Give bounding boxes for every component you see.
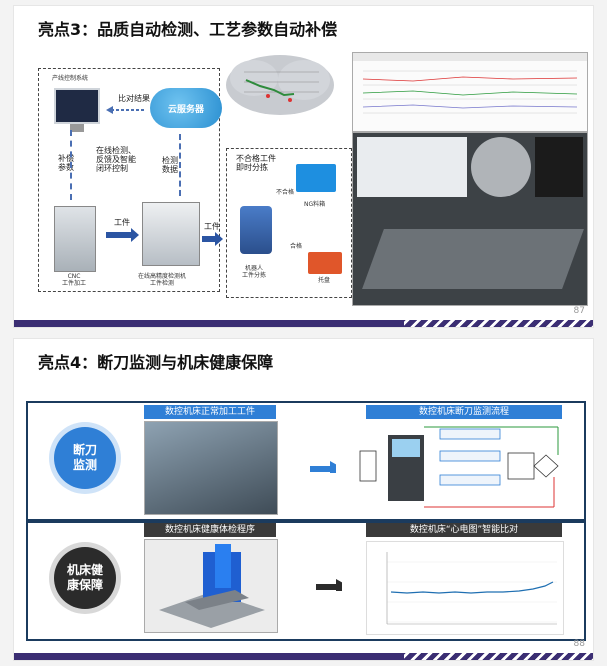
robot-label: 机器人 工件分拣 xyxy=(242,265,267,279)
normal-machining-band: 数控机床正常加工工件 xyxy=(144,405,276,419)
tool-break-circle: 断刀 监测 xyxy=(54,427,116,489)
machine-3d-model xyxy=(144,539,278,633)
ecg-compare-band: 数控机床“心电图”智能比对 xyxy=(366,523,562,537)
ng-arrow-label: 不合格 xyxy=(276,189,295,196)
control-panel-screenshot xyxy=(352,132,588,306)
cnc-machine-image xyxy=(54,206,96,272)
workpiece-label-1: 工件 xyxy=(114,218,130,227)
slide-2: 亮点4：断刀监测与机床健康保障 断刀 监测 数控机床正常加工工件 数控机床断刀监… xyxy=(14,339,593,660)
cloud-server-label: 云服务器 xyxy=(167,104,204,115)
tool-break-label: 断刀 监测 xyxy=(72,443,97,472)
monitoring-chart-screenshot xyxy=(352,52,588,132)
tray-label: 托盘 xyxy=(318,277,331,284)
ng-bin-label: NG料箱 xyxy=(304,201,326,208)
pc-label: 产线控制系统 xyxy=(52,75,89,82)
slide-1: 亮点3：品质自动检测、工艺参数自动补偿 产线控制系统 比对结果 云服务器 补偿 … xyxy=(14,6,593,327)
row2-arrow-icon xyxy=(316,579,342,591)
inspection-machine-image xyxy=(142,202,200,266)
detection-data-arrow xyxy=(179,134,183,196)
ecg-chart xyxy=(366,541,564,635)
workpiece-arrow-1 xyxy=(106,228,139,242)
system-dashed-frame xyxy=(38,68,220,292)
workpiece-label-2: 工件 xyxy=(204,222,220,231)
tray-image xyxy=(308,252,342,274)
machine-health-circle: 机床健 康保障 xyxy=(54,547,116,609)
compensation-arrow xyxy=(70,130,74,200)
tool-break-flow-diagram xyxy=(358,423,570,513)
health-check-band: 数控机床健康体检程序 xyxy=(144,523,276,537)
compare-arrow xyxy=(106,106,144,114)
page-number: 87 xyxy=(573,306,585,316)
row1-arrow-icon xyxy=(310,461,336,473)
machining-photo xyxy=(144,421,278,515)
ng-bin-image xyxy=(296,164,336,192)
footer-bar xyxy=(14,320,404,327)
ok-arrow-label: 合格 xyxy=(290,243,303,250)
slide-title: 亮点4：断刀监测与机床健康保障 xyxy=(38,353,274,372)
slide-title: 亮点3：品质自动检测、工艺参数自动补偿 xyxy=(38,20,338,39)
footer-bar xyxy=(14,653,404,660)
machine-health-label: 机床健 康保障 xyxy=(66,563,103,592)
sorting-dashed-frame xyxy=(226,148,352,298)
cnc-label: CNC 工件加工 xyxy=(62,273,87,287)
compare-result-label: 比对结果 xyxy=(118,94,150,103)
tool-break-flow-band: 数控机床断刀监测流程 xyxy=(366,405,562,419)
workpiece-arrow-2 xyxy=(202,232,223,246)
detection-data-label: 检测 数据 xyxy=(162,156,178,175)
pc-monitor-icon xyxy=(54,88,100,132)
cloud-server-icon: 云服务器 xyxy=(150,88,222,128)
tool-break-row xyxy=(26,401,586,523)
reject-sorting-label: 不合格工件 即时分拣 xyxy=(236,154,276,173)
compensation-label: 补偿 参数 xyxy=(58,154,74,173)
inspection-label: 在线高精度检测机 工件检测 xyxy=(138,273,187,287)
page-number: 88 xyxy=(573,639,585,649)
robot-arm-image xyxy=(240,206,272,254)
online-control-label: 在线检测、 反馈及智能 闭环控制 xyxy=(96,146,136,174)
data-cloud-graphic xyxy=(226,55,334,115)
machine-health-row xyxy=(26,519,586,641)
